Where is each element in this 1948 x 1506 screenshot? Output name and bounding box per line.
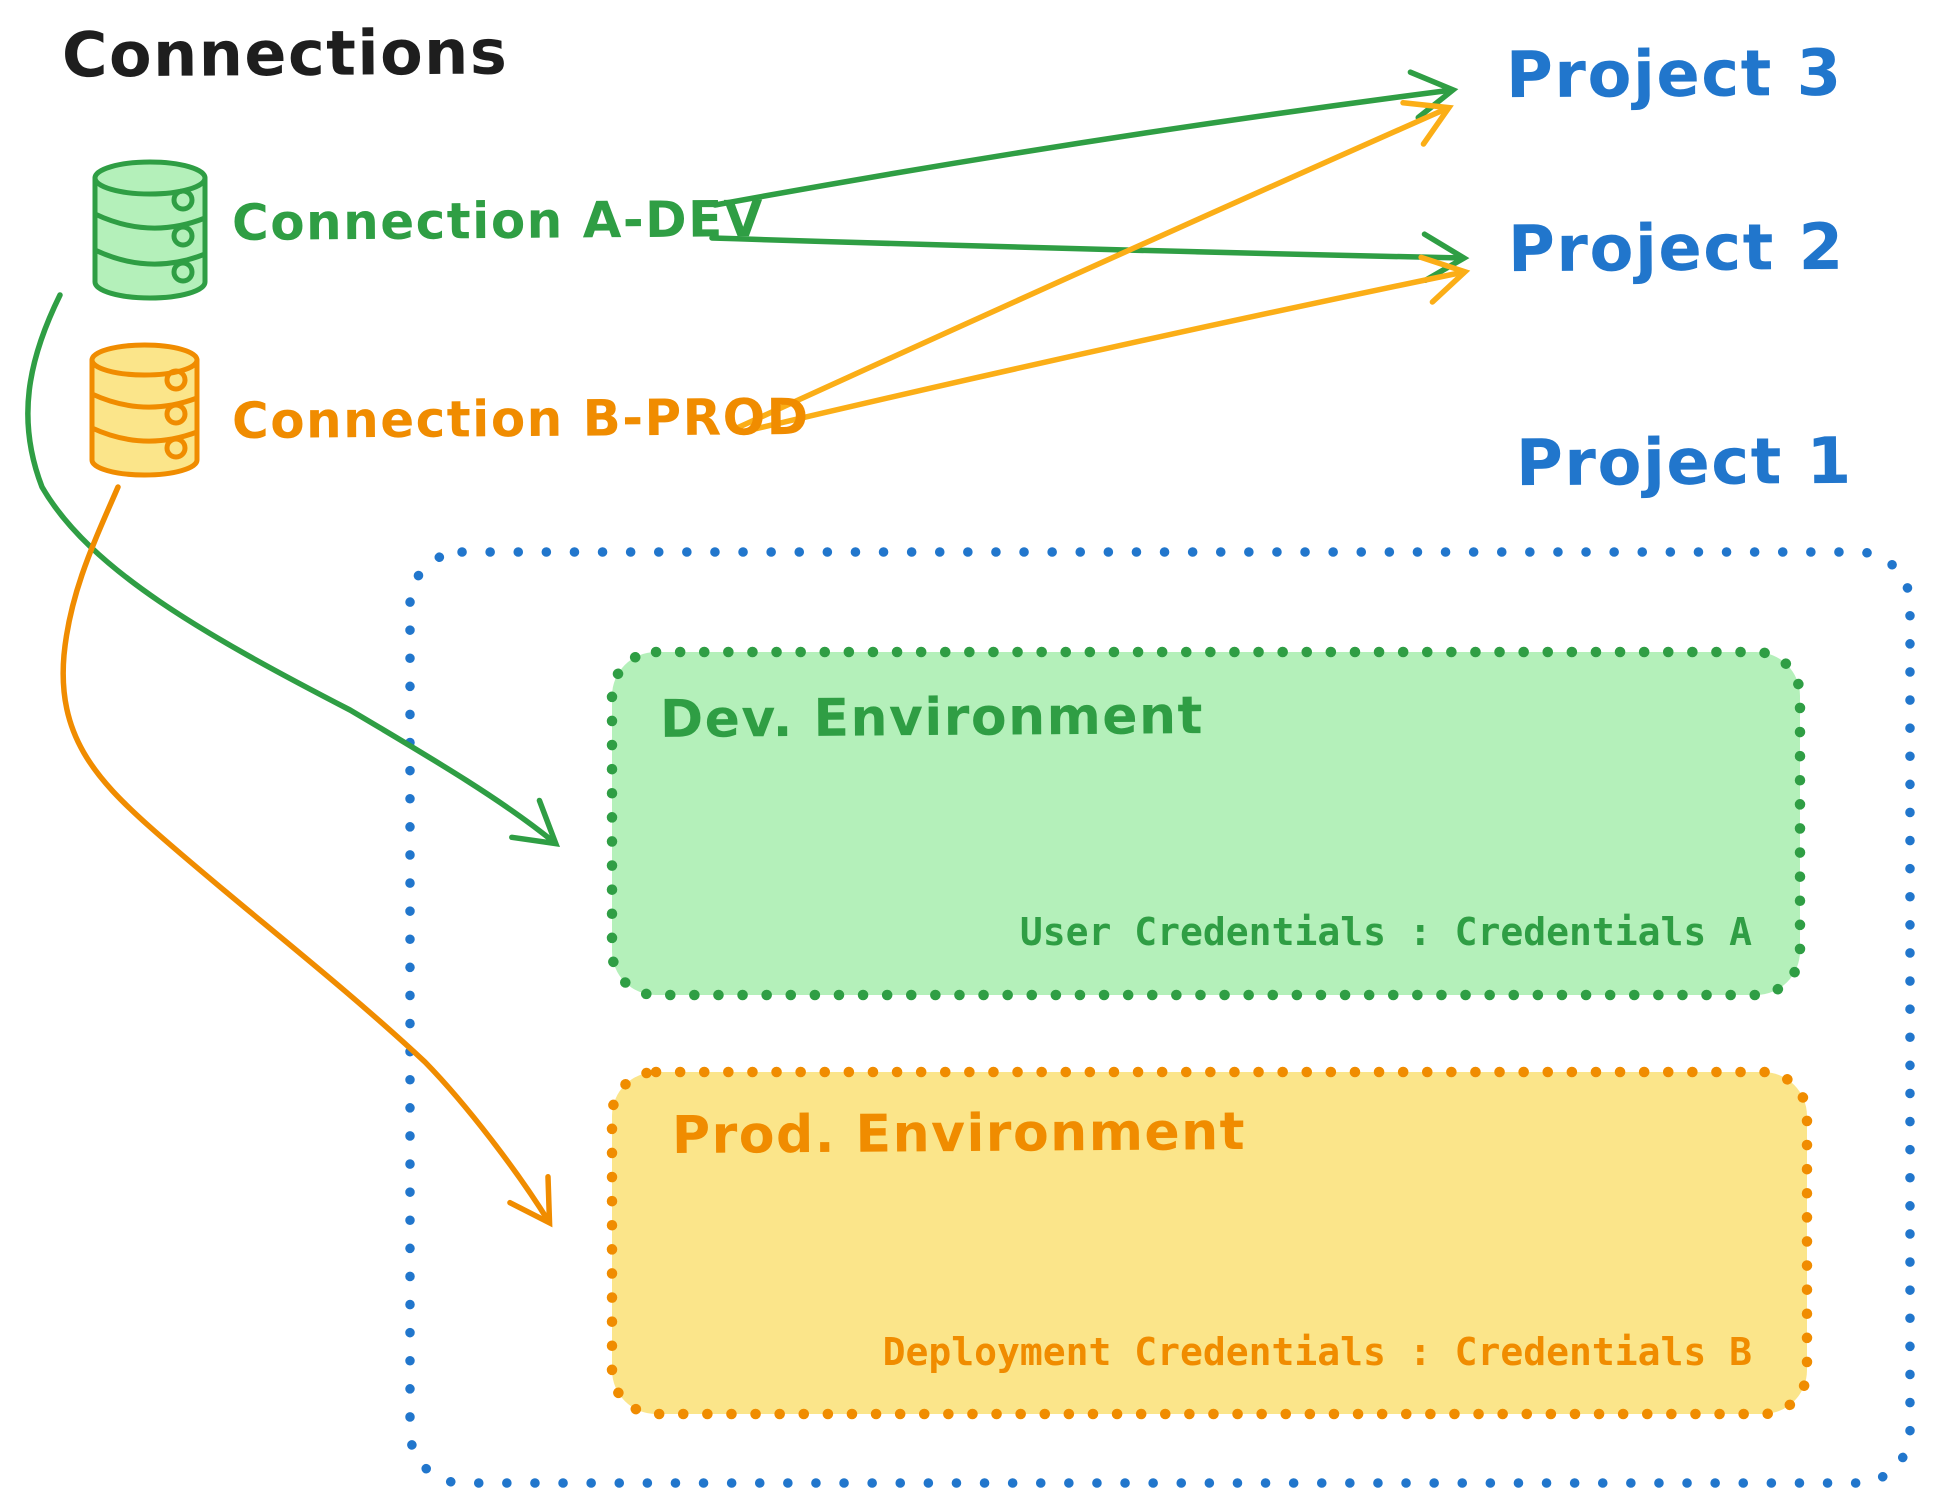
dev-credentials-text: User Credentials : Credentials A [1019, 910, 1752, 954]
project1-label: Project 1 [1515, 424, 1853, 502]
connection-b-prod-label: Connection B-PROD [231, 387, 810, 451]
arrow-a-dev-to-dev-environment [25, 292, 560, 848]
project1-container-box [405, 547, 1915, 1488]
diagram-title: Connections [61, 15, 509, 92]
database-icon-dev [92, 159, 208, 301]
prod-environment-title: Prod. Environment [671, 1101, 1247, 1167]
prod-environment-box [606, 1066, 1813, 1420]
project2-label: Project 2 [1507, 210, 1845, 288]
dev-environment-box [606, 646, 1806, 1001]
arrow-b-prod-to-project2 [739, 254, 1471, 435]
project3-label: Project 3 [1505, 36, 1843, 114]
connection-a-dev-label: Connection A-DEV [231, 190, 765, 252]
database-icon-prod [89, 342, 200, 478]
arrow-a-dev-to-project3 [712, 69, 1459, 208]
dev-environment-title: Dev. Environment [659, 686, 1205, 750]
arrow-b-prod-to-project3 [734, 100, 1454, 431]
arrow-b-prod-to-prod-environment [60, 484, 553, 1228]
arrow-a-dev-to-project2 [709, 231, 1470, 283]
prod-credentials-text: Deployment Credentials : Credentials B [882, 1330, 1752, 1374]
